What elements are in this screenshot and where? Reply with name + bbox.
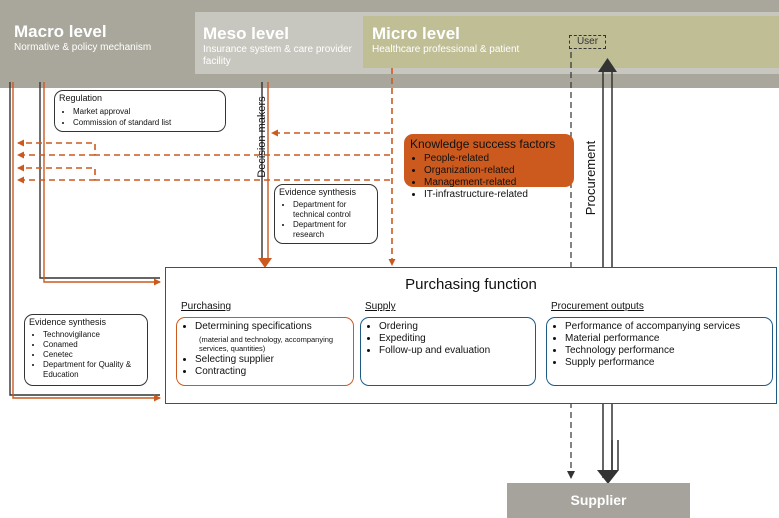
evidence-synthesis-macro-item: Technovigilance xyxy=(43,330,143,340)
evidence-synthesis-meso-item: Department for research xyxy=(293,220,373,240)
procurement-output-item: Material performance xyxy=(565,333,772,345)
evidence-synthesis-macro-title: Evidence synthesis xyxy=(29,317,107,327)
micro-level-label: Micro level Healthcare professional & pa… xyxy=(372,24,572,56)
regulation-box: Regulation Market approval Commission of… xyxy=(54,90,226,132)
meso-level-label: Meso level Insurance system & care provi… xyxy=(203,24,353,68)
purchasing-function-title: Purchasing function xyxy=(405,276,537,293)
purchasing-column: Determining specifications (material and… xyxy=(176,317,354,386)
purchasing-list-continued: Selecting supplier Contracting xyxy=(181,354,353,378)
evidence-synthesis-meso-box: Evidence synthesis Department for techni… xyxy=(274,184,378,244)
ksf-list: People-related Organization-related Mana… xyxy=(410,153,568,201)
purchasing-note: (material and technology, accompanying s… xyxy=(199,335,334,353)
procurement-output-item: Technology performance xyxy=(565,345,772,357)
procurement-output-item: Performance of accompanying services xyxy=(565,321,772,333)
supply-item: Ordering xyxy=(379,321,535,333)
meso-level-title: Meso level xyxy=(203,24,289,43)
purchasing-item: Determining specifications xyxy=(195,321,353,333)
ksf-item: Organization-related xyxy=(424,165,568,177)
supply-list: Ordering Expediting Follow-up and evalua… xyxy=(365,321,535,357)
evidence-synthesis-macro-list: Technovigilance Conamed Cenetec Departme… xyxy=(29,330,143,380)
user-box: User xyxy=(569,35,606,49)
evidence-synthesis-meso-item: Department for technical control xyxy=(293,200,373,220)
micro-level-subtitle: Healthcare professional & patient xyxy=(372,44,520,55)
macro-level-label: Macro level Normative & policy mechanism xyxy=(14,22,189,54)
procurement-label: Procurement xyxy=(583,140,598,216)
regulation-item: Market approval xyxy=(73,106,221,117)
ksf-item: IT-infrastructure-related xyxy=(424,189,568,201)
evidence-synthesis-meso-title: Evidence synthesis xyxy=(279,187,357,197)
evidence-synthesis-macro-box: Evidence synthesis Technovigilance Conam… xyxy=(24,314,148,386)
procurement-output-item: Supply performance xyxy=(565,357,772,369)
purchasing-item: Selecting supplier xyxy=(195,354,353,366)
purchasing-function-box: Purchasing function Purchasing Supply Pr… xyxy=(165,267,777,404)
user-label: User xyxy=(576,36,599,47)
regulation-title: Regulation xyxy=(59,93,103,103)
procurement-outputs-heading: Procurement outputs xyxy=(551,301,644,312)
evidence-synthesis-meso-list: Department for technical control Departm… xyxy=(279,200,373,240)
purchasing-list: Determining specifications xyxy=(181,321,353,333)
knowledge-success-factors-box: Knowledge success factors People-related… xyxy=(404,134,574,200)
evidence-synthesis-macro-item: Cenetec xyxy=(43,350,143,360)
micro-level-title: Micro level xyxy=(372,24,460,43)
supplier-label: Supplier xyxy=(570,492,627,508)
decision-makers-label: Decision makers xyxy=(256,96,268,178)
supplier-box: Supplier xyxy=(507,483,690,518)
procurement-outputs-list: Performance of accompanying services Mat… xyxy=(551,321,772,369)
ksf-item: People-related xyxy=(424,153,568,165)
supply-heading: Supply xyxy=(365,301,396,312)
regulation-list: Market approval Commission of standard l… xyxy=(59,106,221,128)
ksf-title: Knowledge success factors xyxy=(410,137,556,151)
regulation-item: Commission of standard list xyxy=(73,117,221,128)
ksf-item: Management-related xyxy=(424,177,568,189)
micro-band xyxy=(363,16,779,68)
supply-column: Ordering Expediting Follow-up and evalua… xyxy=(360,317,536,386)
evidence-synthesis-macro-item: Department for Quality & Education xyxy=(43,360,143,380)
procurement-outputs-column: Performance of accompanying services Mat… xyxy=(546,317,773,386)
evidence-synthesis-macro-item: Conamed xyxy=(43,340,143,350)
macro-level-title: Macro level xyxy=(14,22,107,41)
purchasing-heading: Purchasing xyxy=(181,301,232,312)
macro-level-subtitle: Normative & policy mechanism xyxy=(14,42,152,53)
meso-level-subtitle: Insurance system & care provider facilit… xyxy=(203,44,352,67)
supply-item: Follow-up and evaluation xyxy=(379,345,535,357)
supply-item: Expediting xyxy=(379,333,535,345)
purchasing-item: Contracting xyxy=(195,366,353,378)
